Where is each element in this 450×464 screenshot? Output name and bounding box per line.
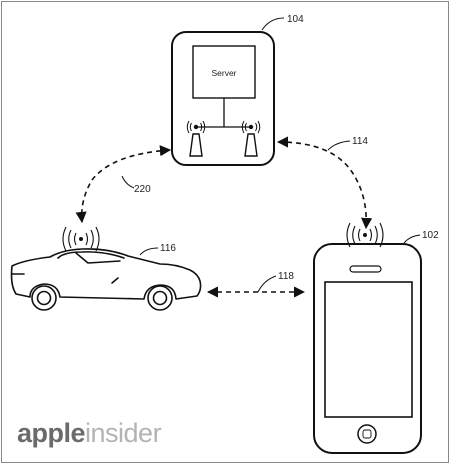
link-server-car-leader — [121, 175, 135, 189]
server-antenna-left-icon — [186, 120, 206, 157]
server-screen — [192, 45, 256, 99]
phone-speaker — [349, 265, 382, 273]
phone-device — [313, 243, 422, 454]
link-server-car — [75, 145, 172, 224]
link-server-phone-label: 114 — [352, 136, 368, 147]
link-car-phone-leader — [257, 275, 277, 293]
link-server-car-label: 220 — [134, 184, 151, 195]
car-ref-leader — [139, 247, 159, 256]
server-device: Server — [171, 31, 275, 166]
phone-home-button — [357, 424, 377, 444]
server-ref-leader — [261, 17, 285, 31]
server-antenna-right-icon — [241, 120, 261, 157]
server-label: Server — [211, 68, 236, 78]
link-server-phone — [276, 136, 373, 230]
watermark-insider: insider — [85, 418, 162, 448]
server-ref-label: 104 — [287, 14, 304, 25]
watermark-apple: apple — [17, 418, 86, 448]
link-server-phone-leader — [327, 140, 351, 151]
watermark-logo: appleinsider — [17, 418, 162, 448]
phone-ref-label: 102 — [422, 230, 439, 241]
link-car-phone-label: 118 — [278, 271, 294, 282]
car-vehicle — [10, 248, 202, 311]
phone-ref-leader — [403, 234, 421, 244]
phone-screen — [324, 281, 413, 418]
car-signal-icon — [62, 226, 100, 252]
car-ref-label: 116 — [160, 243, 176, 254]
